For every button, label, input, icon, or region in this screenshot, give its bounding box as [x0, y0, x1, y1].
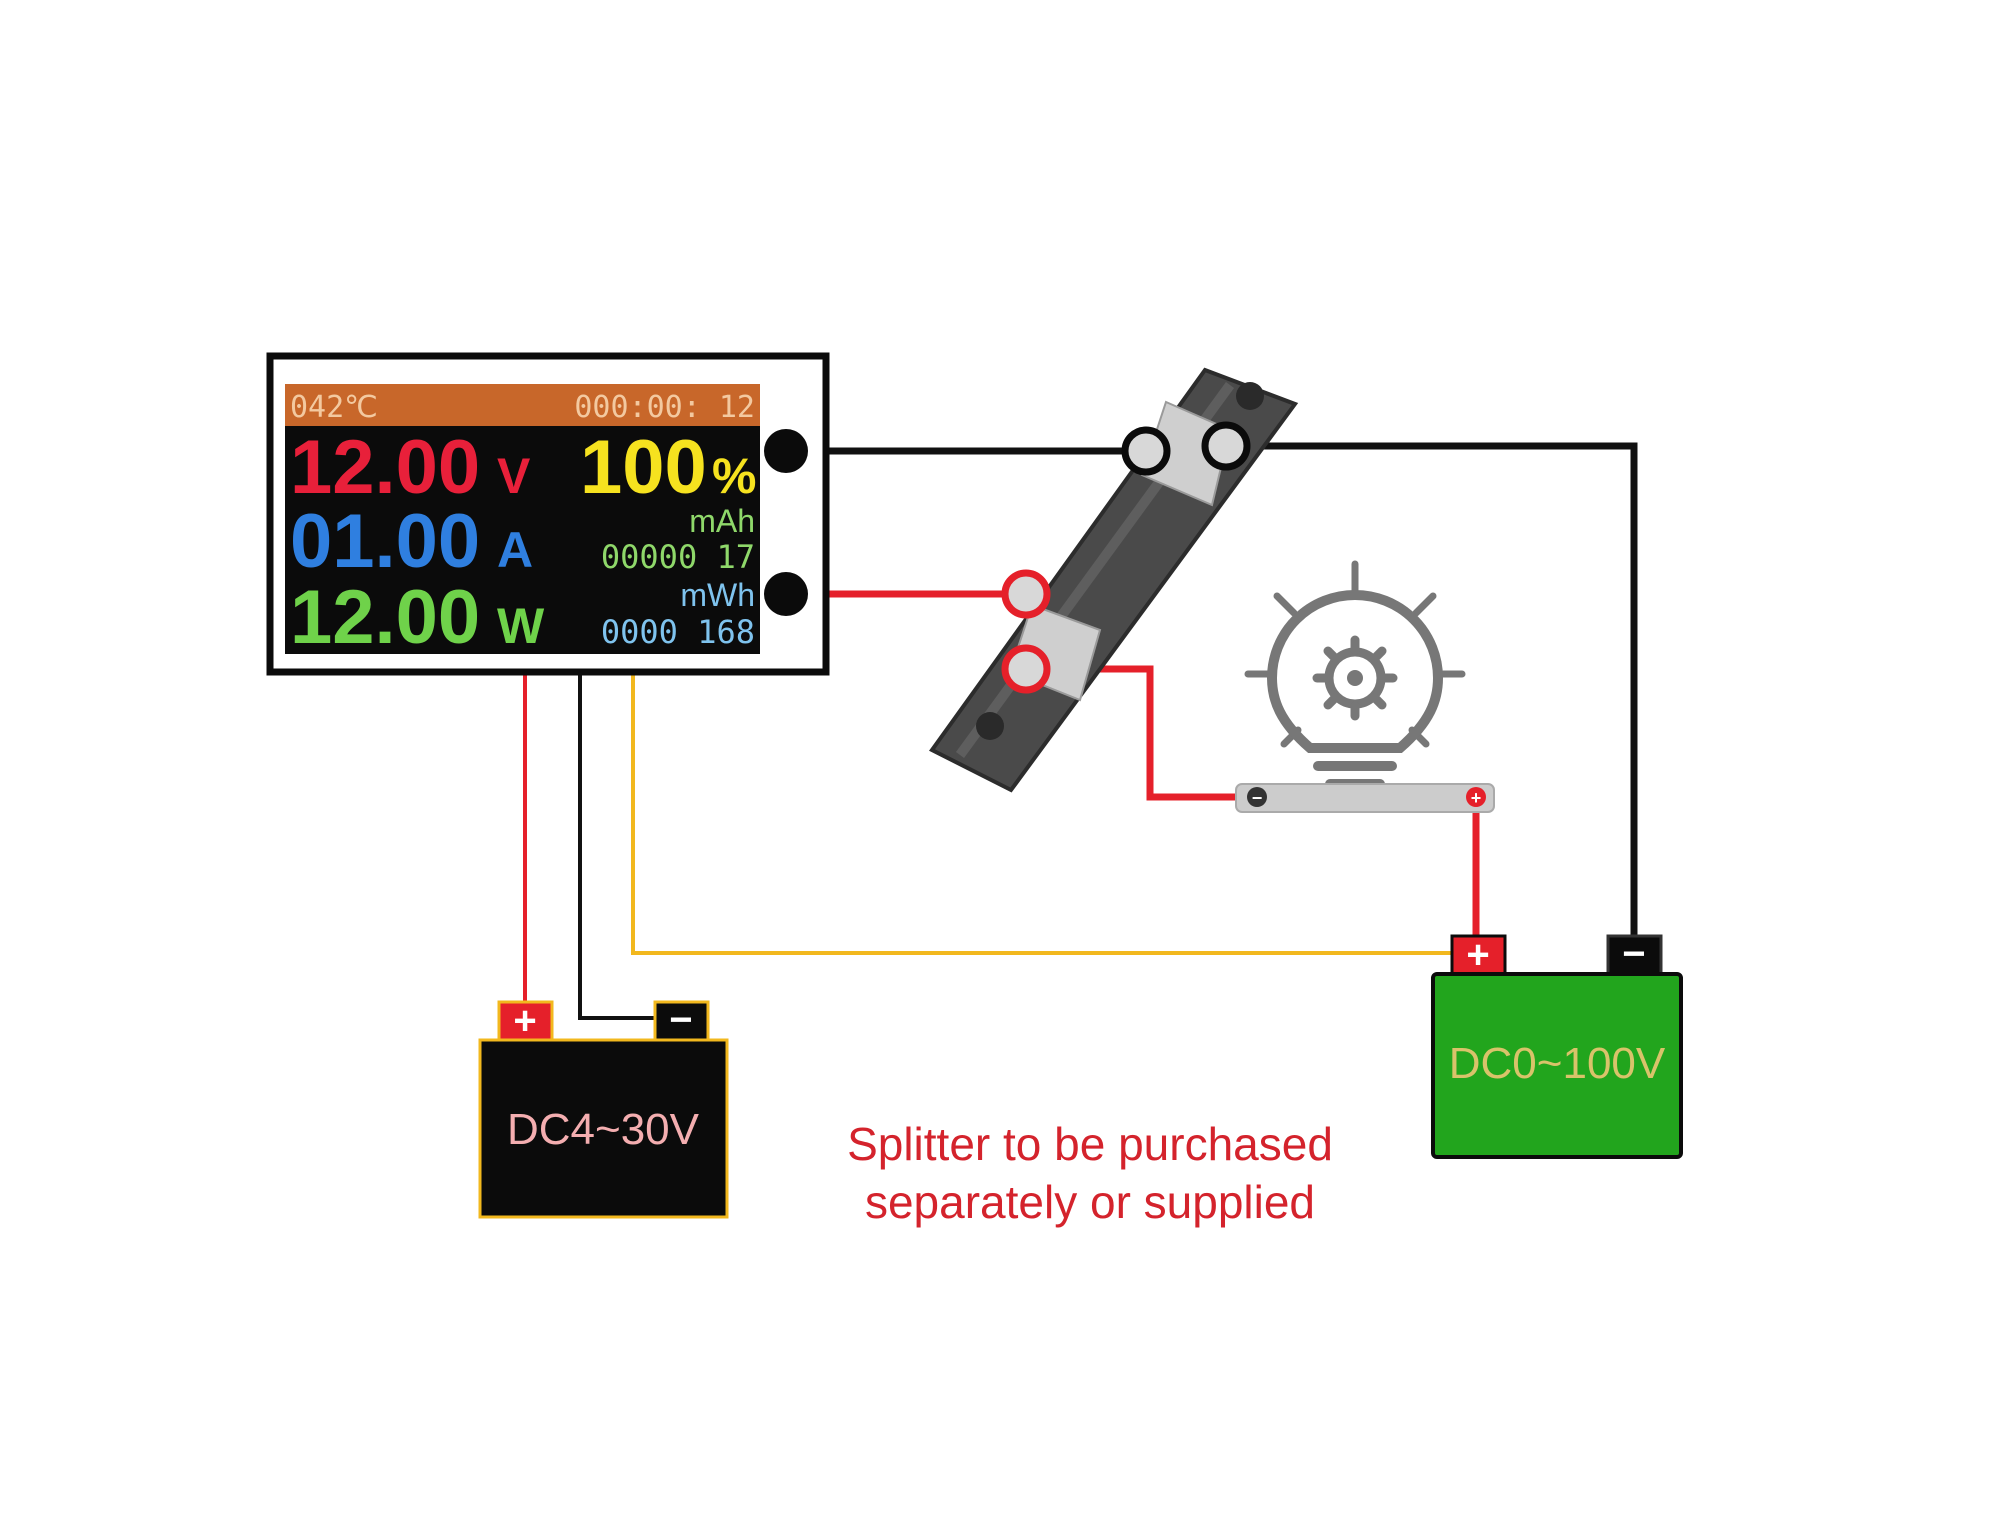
- meter: 042℃ 000:00: 12 12.00 V 100 % 01.00 A mA…: [266, 352, 830, 676]
- meter-mwh-label: mWh: [680, 577, 755, 613]
- battery-low-plus-symbol: +: [513, 999, 536, 1043]
- wire-shunt-to-battery-negative: [1226, 442, 1638, 940]
- load-negative-symbol: −: [1252, 788, 1263, 808]
- battery-high-body: [1431, 972, 1683, 1159]
- shunt-note-line1: Splitter to be purchased: [847, 1118, 1333, 1170]
- shunt-resistor: [929, 367, 1299, 793]
- meter-screen: [285, 384, 760, 654]
- meter-power-unit: W: [497, 598, 545, 654]
- lightbulb-gear-icon: [1244, 560, 1466, 789]
- meter-mah-label: mAh: [689, 503, 755, 539]
- shunt-note-line2: separately or supplied: [865, 1176, 1315, 1228]
- meter-mwh-value: 0000 168: [601, 613, 755, 651]
- battery-dc4-30v: + − DC4~30V: [478, 998, 729, 1219]
- shunt-bolt-sense-top: [1001, 569, 1051, 619]
- meter-power-value: 12.00: [290, 575, 480, 660]
- meter-terminal-bottom: [764, 572, 808, 616]
- load-terminal-negative: [1247, 787, 1267, 807]
- meter-voltage-value: 12.00: [290, 425, 480, 510]
- load-terminal-positive: [1466, 787, 1486, 807]
- load-bar: [1235, 783, 1495, 813]
- meter-percent-value: 100: [580, 425, 707, 510]
- battery-low-minus-terminal: [653, 1000, 710, 1042]
- meter-terminal-top: [764, 429, 808, 473]
- shunt-note: Splitter to be purchased separately or s…: [847, 1118, 1333, 1228]
- meter-current-value: 01.00: [290, 499, 480, 584]
- meter-temperature: 042℃: [290, 390, 378, 425]
- wire-meter-black-to-low-battery: [578, 672, 655, 1020]
- battery-high-label: DC0~100V: [1449, 1039, 1666, 1088]
- load-positive-symbol: +: [1471, 788, 1482, 808]
- shunt-mount-hole-top: [1236, 382, 1264, 410]
- battery-low-minus-symbol: −: [669, 998, 692, 1042]
- battery-low-label: DC4~30V: [507, 1105, 700, 1154]
- battery-dc0-100v: + − DC0~100V: [1431, 932, 1683, 1159]
- shunt-bolt-load-right: [1201, 421, 1251, 471]
- wire-meter-yellow-to-high-battery: [631, 672, 1452, 955]
- load: − +: [1235, 560, 1495, 813]
- battery-high-plus-symbol: +: [1466, 933, 1489, 977]
- battery-high-minus-symbol: −: [1622, 932, 1645, 976]
- meter-percent-unit: %: [712, 448, 756, 504]
- shunt-bolt-sense-bottom: [1001, 644, 1051, 694]
- battery-low-body: [478, 1038, 729, 1219]
- meter-mah-value: 00000 17: [601, 538, 755, 576]
- meter-timer: 000:00: 12: [574, 390, 755, 425]
- meter-current-unit: A: [497, 522, 533, 578]
- meter-voltage-unit: V: [497, 448, 531, 504]
- shunt-bolt-load-left: [1121, 426, 1171, 476]
- shunt-mount-hole-bottom: [976, 712, 1004, 740]
- meter-status-bar: [285, 384, 760, 426]
